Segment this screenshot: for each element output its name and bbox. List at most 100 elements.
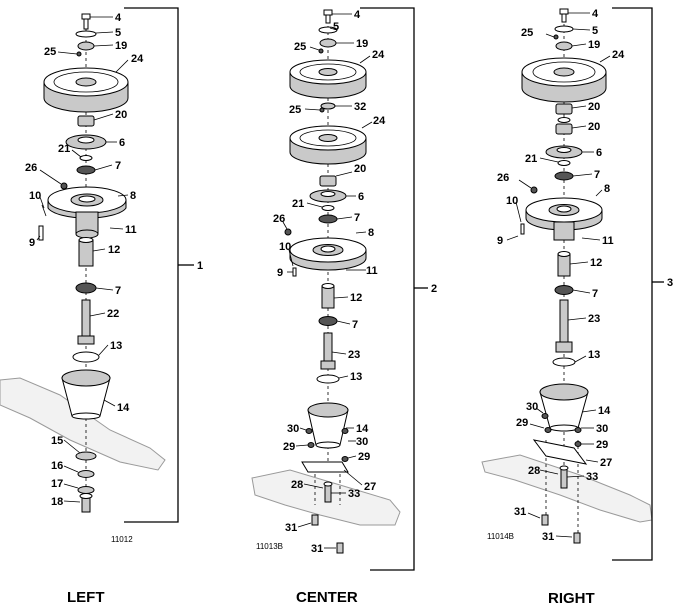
right-callout: 27 bbox=[600, 457, 612, 469]
center-part-24-pulley-lower bbox=[289, 125, 367, 165]
center-callout: 14 bbox=[356, 423, 369, 435]
right-callout: 29 bbox=[516, 417, 528, 429]
left-leaders bbox=[36, 16, 129, 503]
center-callout: 4 bbox=[354, 9, 361, 21]
right-callout: 28 bbox=[528, 465, 540, 477]
left-part-7-bearing bbox=[75, 282, 97, 294]
left-part-24-pulley bbox=[43, 67, 129, 113]
right-callout: 26 bbox=[497, 172, 509, 184]
center-callout: 28 bbox=[291, 479, 303, 491]
center-part-14-cone bbox=[307, 402, 349, 449]
center-callout: 5 bbox=[333, 21, 339, 33]
left-callout: 16 bbox=[51, 460, 63, 472]
right-callout: 7 bbox=[594, 169, 600, 181]
right-callout: 6 bbox=[596, 147, 602, 159]
center-part-4-bolt bbox=[323, 9, 333, 24]
right-callout: 30 bbox=[526, 401, 538, 413]
right-callout: 33 bbox=[586, 471, 598, 483]
right-callout: 29 bbox=[596, 439, 608, 451]
left-callout: 18 bbox=[51, 496, 63, 508]
center-callout: 25 bbox=[289, 104, 301, 116]
center-callout: 20 bbox=[354, 163, 366, 175]
right-callouts: 4 25 5 19 24 20 20 21 6 26 7 8 10 9 11 1… bbox=[497, 8, 625, 543]
center-callout: 6 bbox=[358, 191, 364, 203]
left-bracket: 1 bbox=[124, 7, 203, 523]
center-callout: 32 bbox=[354, 101, 366, 113]
right-callout: 20 bbox=[588, 101, 600, 113]
center-callout: 29 bbox=[358, 451, 370, 463]
center-callout: 29 bbox=[283, 441, 295, 453]
right-callout: 31 bbox=[542, 531, 554, 543]
right-callout: 10 bbox=[506, 195, 518, 207]
left-part-12-tube bbox=[78, 237, 94, 267]
center-part-24-pulley-upper bbox=[289, 59, 367, 99]
right-part-4-bolt bbox=[559, 8, 569, 23]
center-callout: 30 bbox=[356, 436, 368, 448]
left-callout: 10 bbox=[29, 190, 41, 202]
center-callout: 7 bbox=[354, 212, 360, 224]
left-part-20-spacer bbox=[77, 115, 95, 127]
right-callout: 21 bbox=[525, 153, 537, 165]
left-part-5-washer bbox=[75, 30, 97, 38]
right-callout: 12 bbox=[590, 257, 602, 269]
left-figure-number: 11012 bbox=[111, 535, 133, 544]
left-blade bbox=[0, 377, 166, 471]
left-callout: 13 bbox=[110, 340, 122, 352]
right-callout: 5 bbox=[592, 25, 598, 37]
left-callouts: 4 5 25 19 24 20 6 21 7 26 8 10 11 9 12 7… bbox=[25, 12, 144, 508]
right-callout: 31 bbox=[514, 506, 526, 518]
center-callout: 7 bbox=[352, 319, 358, 331]
left-callout: 17 bbox=[51, 478, 63, 490]
left-callout: 5 bbox=[115, 27, 121, 39]
center-callout: 8 bbox=[368, 227, 374, 239]
right-bracket: 3 bbox=[612, 7, 673, 561]
right-assembly bbox=[481, 8, 653, 544]
right-callout: 20 bbox=[588, 121, 600, 133]
center-assembly bbox=[251, 9, 401, 554]
center-figure-number: 11013B bbox=[256, 542, 283, 551]
center-leaders bbox=[282, 13, 373, 549]
center-callout: 27 bbox=[364, 481, 376, 493]
left-callout: 7 bbox=[115, 160, 121, 172]
left-part-14-cone bbox=[61, 369, 111, 420]
right-callout: 14 bbox=[598, 405, 611, 417]
center-callout: 24 bbox=[373, 115, 386, 127]
center-bracket: 2 bbox=[360, 7, 437, 571]
right-callout: 24 bbox=[612, 49, 625, 61]
right-callout: 7 bbox=[592, 288, 598, 300]
right-callout: 9 bbox=[497, 235, 503, 247]
left-callout: 6 bbox=[119, 137, 125, 149]
center-callout: 25 bbox=[294, 41, 306, 53]
center-part-8-housing bbox=[289, 237, 367, 271]
left-callout: 25 bbox=[44, 46, 56, 58]
assembly-callout-1: 1 bbox=[197, 260, 203, 272]
right-part-14-cone bbox=[539, 383, 589, 432]
right-title: RIGHT bbox=[548, 590, 595, 607]
right-leaders bbox=[506, 12, 611, 538]
left-callout: 20 bbox=[115, 109, 127, 121]
center-callout: 10 bbox=[279, 241, 291, 253]
right-callout: 30 bbox=[596, 423, 608, 435]
left-callout: 15 bbox=[51, 435, 63, 447]
left-part-6-housing bbox=[65, 134, 107, 150]
center-callout: 11 bbox=[366, 265, 378, 277]
center-callout: 33 bbox=[348, 488, 360, 500]
right-callout: 19 bbox=[588, 39, 600, 51]
center-callouts: 4 5 25 19 24 25 32 24 20 6 21 7 26 8 10 … bbox=[273, 9, 386, 555]
assembly-callout-2: 2 bbox=[431, 283, 437, 295]
center-callout: 21 bbox=[292, 198, 304, 210]
center-callout: 24 bbox=[372, 49, 385, 61]
left-callout: 11 bbox=[125, 224, 137, 236]
left-part-22-shaft bbox=[77, 299, 95, 345]
right-callout: 13 bbox=[588, 349, 600, 361]
left-callout: 12 bbox=[108, 244, 120, 256]
left-callout: 22 bbox=[107, 308, 119, 320]
center-callout: 26 bbox=[273, 213, 285, 225]
left-callout: 8 bbox=[130, 190, 136, 202]
assembly-callout-3: 3 bbox=[667, 277, 673, 289]
right-callout: 4 bbox=[592, 8, 599, 20]
right-callout: 25 bbox=[521, 27, 533, 39]
left-callout: 19 bbox=[115, 40, 127, 52]
left-assembly bbox=[0, 13, 166, 513]
